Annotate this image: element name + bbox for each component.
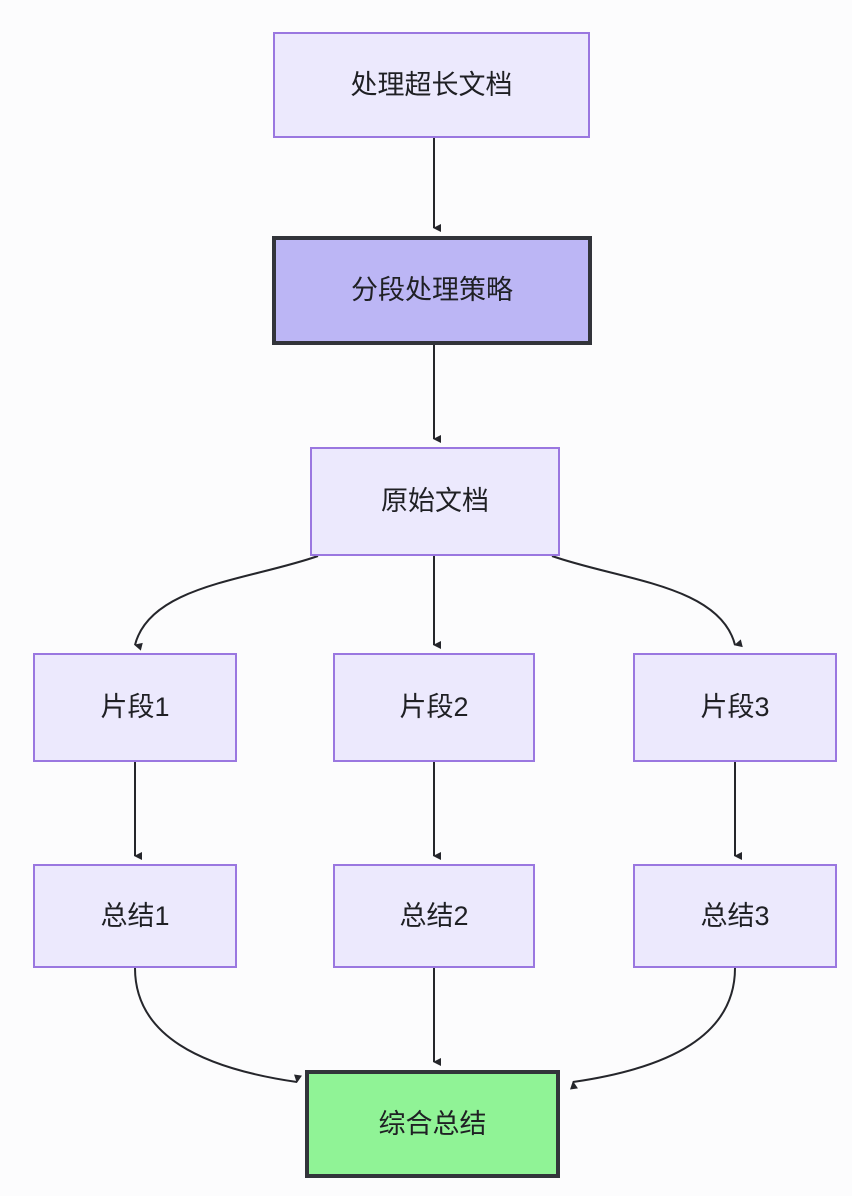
node-fragment-3[interactable]: 片段3: [633, 653, 837, 762]
node-summary-2[interactable]: 总结2: [333, 864, 535, 968]
edge-n9-n10: [570, 967, 736, 1090]
node-label: 分段处理策略: [351, 275, 513, 306]
edge-n3-n4: [134, 555, 319, 651]
node-label: 总结2: [399, 900, 469, 931]
node-label: 综合总结: [378, 1108, 487, 1139]
node-label: 片段3: [700, 692, 770, 723]
node-label: 总结1: [100, 900, 170, 931]
node-label: 原始文档: [381, 486, 489, 517]
node-chunking-strategy[interactable]: 分段处理策略: [272, 236, 592, 345]
edge-n7-n10: [134, 967, 302, 1083]
node-fragment-2[interactable]: 片段2: [333, 653, 535, 762]
node-fragment-1[interactable]: 片段1: [33, 653, 237, 762]
node-source-document[interactable]: 原始文档: [310, 447, 560, 556]
node-process-long-document[interactable]: 处理超长文档: [273, 32, 590, 138]
node-label: 总结3: [700, 900, 770, 931]
node-label: 片段2: [399, 692, 469, 723]
node-label: 片段1: [100, 692, 170, 723]
node-summary-1[interactable]: 总结1: [33, 864, 237, 968]
node-summary-3[interactable]: 总结3: [633, 864, 837, 968]
edge-n3-n6: [551, 555, 743, 648]
node-label: 处理超长文档: [350, 69, 513, 100]
node-final-summary[interactable]: 综合总结: [305, 1070, 560, 1178]
